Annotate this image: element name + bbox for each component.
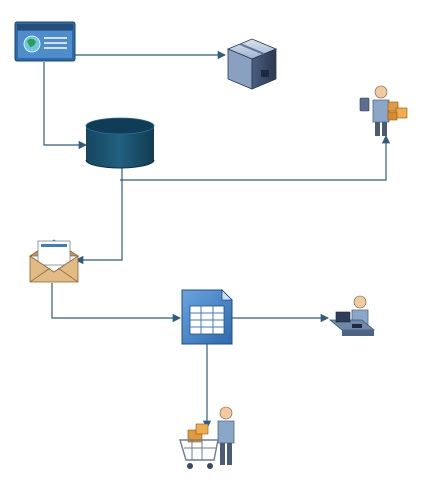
open-envelope-icon[interactable] (28, 239, 80, 283)
product-box-icon[interactable] (226, 38, 278, 90)
person-with-shopping-cart-icon[interactable] (179, 406, 235, 469)
edge-database-to-warehouse-worker (120, 134, 391, 181)
spreadsheet-document-icon[interactable] (181, 289, 233, 345)
edge-database-to-email (74, 168, 123, 265)
database-cylinder-icon[interactable] (85, 117, 155, 169)
edge-web-to-database (43, 62, 88, 150)
edge-email-to-spreadsheet (51, 283, 182, 323)
worker-with-packages-icon[interactable] (359, 85, 408, 136)
person-at-computer-icon[interactable] (328, 295, 376, 336)
web-browser-icon[interactable] (14, 21, 76, 62)
connectors (43, 50, 391, 430)
